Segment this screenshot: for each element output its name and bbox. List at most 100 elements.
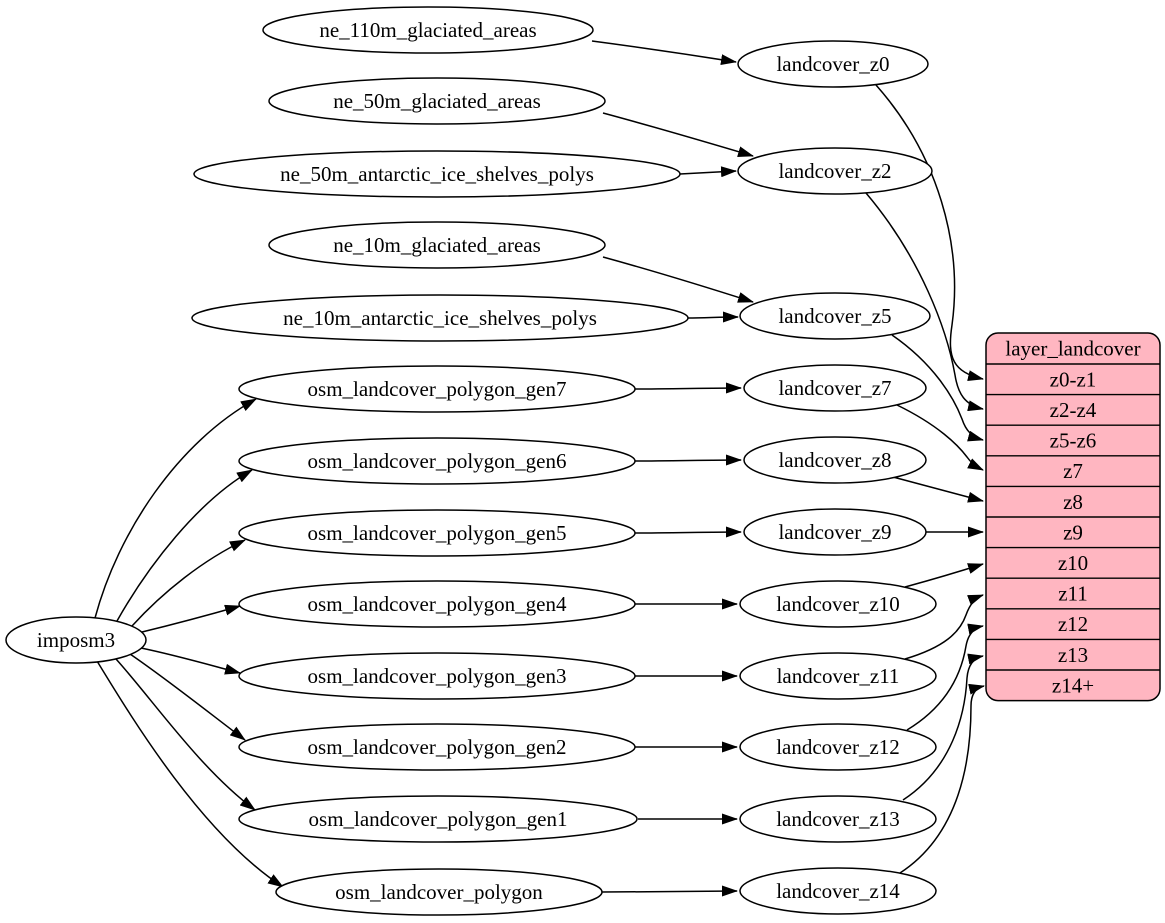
node-landcover_z8: landcover_z8 (743, 436, 927, 484)
node-ellipse (5, 616, 147, 664)
node-label: osm_landcover_polygon_gen6 (308, 449, 567, 473)
node-ne_10m_glaciated_areas: ne_10m_glaciated_areas (268, 221, 606, 269)
node-landcover_z5: landcover_z5 (739, 292, 931, 340)
edge-ne_10m_glaciated_areas-to-landcover_z5 (602, 256, 754, 303)
table-row-z14+: z14+ (1052, 673, 1094, 697)
node-ellipse (238, 723, 636, 771)
node-label: landcover_z5 (778, 304, 891, 328)
node-label: landcover_z2 (778, 159, 891, 183)
node-label: osm_landcover_polygon_gen3 (308, 664, 567, 688)
table-title: layer_landcover (1005, 337, 1140, 361)
node-ellipse (275, 868, 603, 916)
node-layer: imposm3 ne_110m_glaciated_areas ne_50m_gla… (5, 6, 937, 916)
node-label: osm_landcover_polygon_gen1 (309, 807, 568, 831)
node-ellipse (739, 867, 937, 915)
node-label: ne_10m_glaciated_areas (333, 233, 541, 257)
node-landcover_z11: landcover_z11 (739, 652, 937, 700)
edge-imposm3-to-osm_landcover_polygon_gen5 (131, 539, 246, 627)
node-osm_landcover_polygon_gen1: osm_landcover_polygon_gen1 (238, 795, 638, 843)
node-ellipse (739, 795, 937, 843)
table-row-z8: z8 (1063, 490, 1083, 514)
edge-ne_50m_antarctic_ice_shelves_polys-to-landcover_z2 (679, 166, 737, 178)
node-ne_50m_glaciated_areas: ne_50m_glaciated_areas (268, 77, 606, 125)
node-ne_50m_antarctic_ice_shelves_polys: ne_50m_antarctic_ice_shelves_polys (193, 150, 681, 198)
node-ellipse (739, 292, 931, 340)
edge-landcover_z10-to-layer_landcover-z10 (904, 563, 984, 588)
edge-landcover_z11-to-layer_landcover-z11 (904, 594, 984, 660)
record-node-layer-landcover: layer_landcoverz0-z1z2-z4z5-z6z7z8z9z10z… (985, 332, 1161, 702)
table-row-z7: z7 (1063, 459, 1083, 483)
node-label: landcover_z10 (776, 592, 900, 616)
node-ellipse (268, 221, 606, 269)
edge-landcover_z0-to-layer_landcover-z0-z1 (875, 84, 984, 381)
node-landcover_z12: landcover_z12 (739, 723, 937, 771)
node-osm_landcover_polygon_gen4: osm_landcover_polygon_gen4 (238, 580, 636, 628)
node-label: landcover_z8 (778, 448, 891, 472)
edge-osm_landcover_polygon_gen7-to-landcover_z7 (634, 382, 742, 394)
node-imposm3: imposm3 (5, 616, 147, 664)
node-ellipse (238, 365, 636, 413)
node-label: ne_110m_glaciated_areas (319, 18, 536, 42)
table-row-z11: z11 (1058, 582, 1088, 606)
node-ellipse (268, 77, 606, 125)
node-ellipse (238, 580, 636, 628)
node-label: ne_50m_glaciated_areas (333, 89, 541, 113)
table-row-z10: z10 (1058, 551, 1088, 575)
node-ellipse (737, 147, 933, 195)
edge-ne_10m_antarctic_ice_shelves_polys-to-landcover_z5 (687, 311, 739, 323)
node-osm_landcover_polygon: osm_landcover_polygon (275, 868, 603, 916)
node-ellipse (743, 508, 927, 556)
node-ellipse (739, 723, 937, 771)
edge-landcover_z2-to-layer_landcover-z2-z4 (865, 192, 984, 412)
node-ellipse (191, 294, 689, 342)
node-landcover_z2: landcover_z2 (737, 147, 933, 195)
node-label: osm_landcover_polygon_gen7 (308, 377, 567, 401)
node-ellipse (739, 580, 937, 628)
edge-imposm3-to-osm_landcover_polygon_gen7 (94, 398, 257, 619)
node-landcover_z0: landcover_z0 (737, 40, 929, 88)
node-label: ne_10m_antarctic_ice_shelves_polys (283, 306, 597, 330)
edge-ne_50m_glaciated_areas-to-landcover_z2 (602, 112, 754, 157)
node-landcover_z7: landcover_z7 (743, 364, 927, 412)
node-ellipse (238, 652, 636, 700)
node-ellipse (238, 795, 638, 843)
node-ellipse (238, 509, 636, 557)
node-label: osm_landcover_polygon_gen2 (308, 735, 567, 759)
node-ellipse (262, 6, 594, 54)
edge-landcover_z12-to-layer_landcover-z12 (906, 623, 984, 731)
edge-landcover_z14-to-layer_landcover-z14+ (899, 683, 985, 874)
node-label: imposm3 (37, 628, 115, 652)
table-row-z0-z1: z0-z1 (1050, 367, 1097, 391)
node-label: landcover_z0 (776, 52, 889, 76)
node-label: landcover_z12 (776, 735, 900, 759)
edge-imposm3-to-osm_landcover_polygon_gen2 (129, 653, 246, 741)
node-label: landcover_z14 (776, 879, 900, 903)
table-row-z13: z13 (1058, 643, 1088, 667)
node-ellipse (193, 150, 681, 198)
node-label: landcover_z9 (778, 520, 891, 544)
node-landcover_z10: landcover_z10 (739, 580, 937, 628)
node-ellipse (737, 40, 929, 88)
node-label: osm_landcover_polygon_gen4 (308, 592, 567, 616)
table-row-z9: z9 (1063, 520, 1083, 544)
node-ne_10m_antarctic_ice_shelves_polys: ne_10m_antarctic_ice_shelves_polys (191, 294, 689, 342)
node-ellipse (238, 437, 636, 485)
edge-imposm3-to-osm_landcover_polygon_gen4 (141, 604, 241, 633)
edge-ne_110m_glaciated_areas-to-landcover_z0 (591, 40, 737, 66)
edge-osm_landcover_polygon-to-landcover_z14 (601, 885, 738, 897)
node-label: ne_50m_antarctic_ice_shelves_polys (280, 162, 594, 186)
edge-imposm3-to-osm_landcover_polygon_gen6 (116, 469, 253, 622)
node-ellipse (739, 652, 937, 700)
node-label: landcover_z13 (776, 807, 900, 831)
edge-osm_landcover_polygon_gen6-to-landcover_z8 (634, 454, 742, 466)
node-landcover_z13: landcover_z13 (739, 795, 937, 843)
edge-landcover_z5-to-layer_landcover-z5-z6 (891, 334, 984, 442)
edge-landcover_z8-to-layer_landcover-z8 (892, 476, 984, 503)
edge-layer (94, 40, 985, 897)
node-ne_110m_glaciated_areas: ne_110m_glaciated_areas (262, 6, 594, 54)
table-row-z2-z4: z2-z4 (1050, 398, 1097, 422)
edge-imposm3-to-osm_landcover_polygon_gen1 (115, 658, 256, 811)
edge-landcover_z7-to-layer_landcover-z7 (896, 404, 984, 471)
